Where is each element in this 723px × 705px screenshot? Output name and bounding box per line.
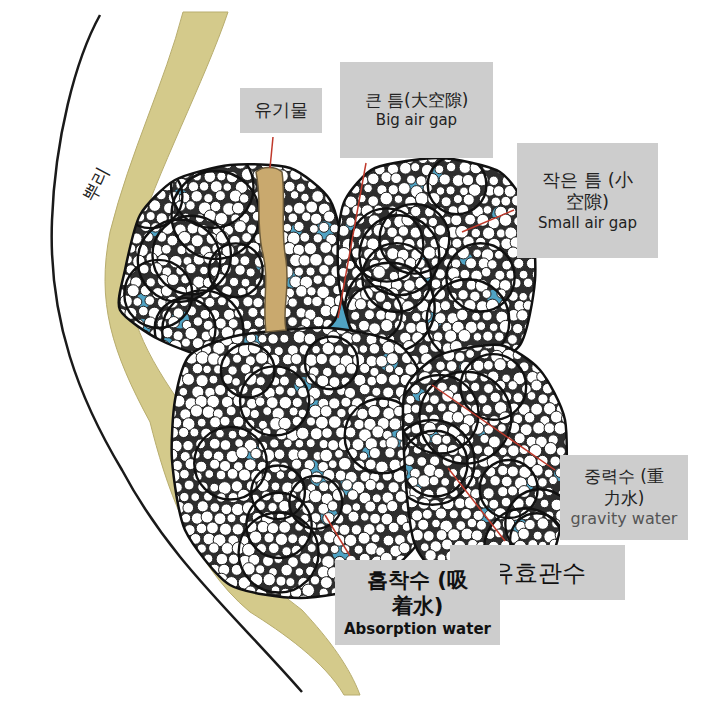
label-box: 유기물 [240,88,322,133]
label-heading: 중력수 (重力水) [582,466,667,509]
gravity-water [300,296,475,425]
label-box: 큰 틈(大空隙)Big air gap [340,62,493,158]
label-heading: 작은 틈 (小空隙) [540,169,635,214]
root-label: 뿌리 [77,162,115,205]
leader-line [338,163,366,318]
organic-matter [256,168,287,333]
root-band [105,12,360,695]
label-heading: 큰 틈(大空隙) [365,90,469,111]
label-heading: 흡착수 (吸着水) [365,567,470,620]
label-subtext: Small air gap [538,214,637,233]
label-box: 흡착수 (吸着水)Absorption water [335,560,500,645]
label-heading: 유기물 [254,99,308,122]
leader-line [432,385,555,470]
leader-line [325,515,350,556]
label-heading: 유효관수 [490,558,586,588]
label-box: 작은 틈 (小空隙)Small air gap [517,143,658,258]
leader-line [462,210,514,232]
label-subtext: gravity water [571,509,678,529]
label-subtext: Big air gap [376,111,457,130]
leader-line [448,468,505,541]
soil-aggregate [112,146,362,374]
label-box: 중력수 (重力水)gravity water [560,455,688,540]
leader-line [270,137,273,168]
label-subtext: Absorption water [344,620,491,639]
